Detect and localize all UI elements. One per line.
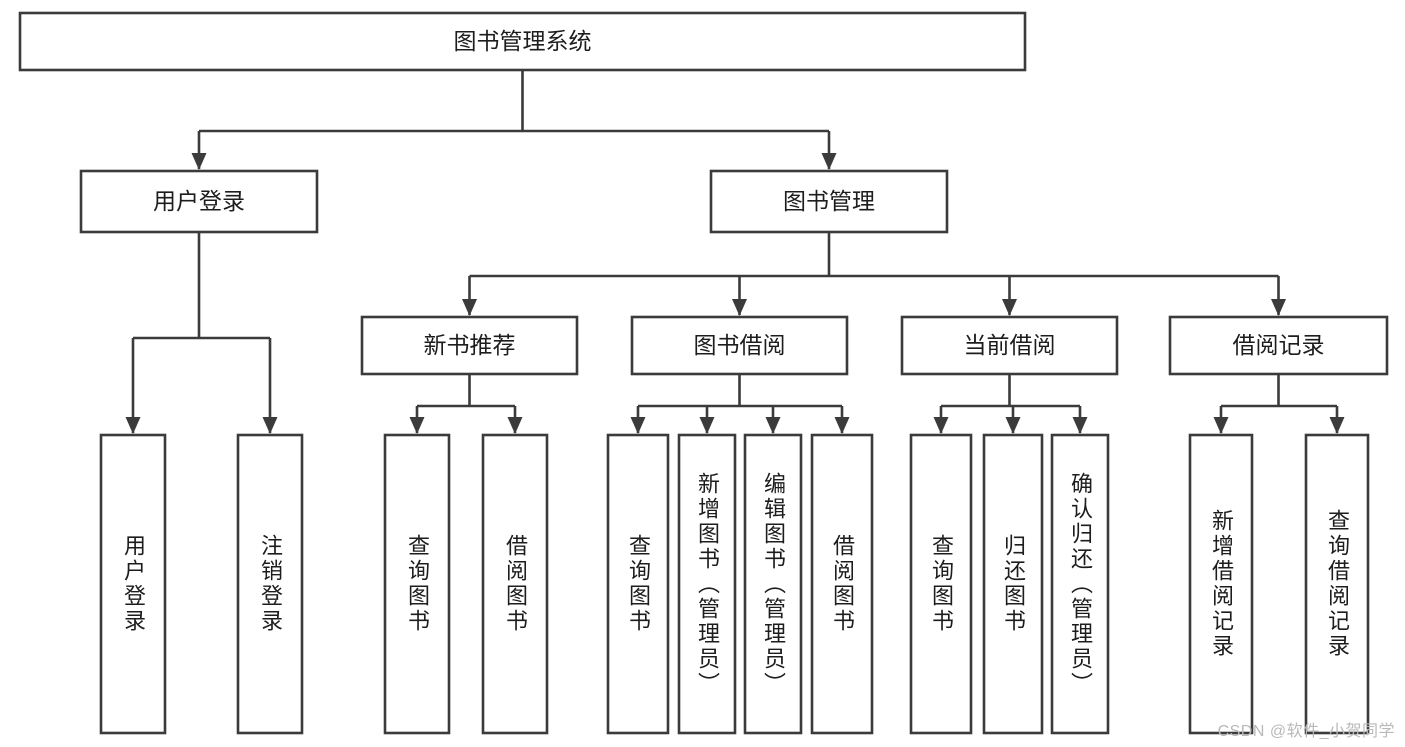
arrow-head-icon bbox=[765, 417, 781, 434]
node-box-leaf-borrow-book bbox=[810, 433, 874, 735]
arrow-head-icon bbox=[821, 153, 837, 170]
arrow-head-icon bbox=[262, 417, 278, 434]
node-box-leaf-user-login bbox=[99, 433, 167, 735]
node-box-leaf-add-record bbox=[1188, 433, 1254, 735]
arrow-head-icon bbox=[1213, 417, 1229, 434]
arrow-head-icon bbox=[933, 417, 949, 434]
node-box-new-book-rec bbox=[360, 315, 579, 376]
node-box-book-borrow bbox=[630, 315, 849, 376]
csdn-watermark: CSDN @软件_小贺同学 bbox=[1217, 723, 1395, 740]
arrow-head-icon bbox=[191, 153, 207, 170]
node-box-leaf-user-logout bbox=[236, 433, 304, 735]
arrow-head-icon bbox=[630, 417, 646, 434]
arrow-head-icon bbox=[1002, 299, 1017, 316]
arrow-head-icon bbox=[409, 417, 425, 434]
connector-layer bbox=[125, 70, 1345, 434]
node-box-leaf-borrow-book-rec bbox=[481, 433, 549, 735]
node-box-user-login bbox=[79, 169, 319, 234]
node-box-leaf-confirm-return bbox=[1050, 433, 1110, 735]
node-box-leaf-edit-book bbox=[743, 433, 803, 735]
node-box-current-borrow bbox=[900, 315, 1119, 376]
node-box-leaf-add-book bbox=[677, 433, 737, 735]
node-box-root bbox=[18, 11, 1027, 72]
node-box-borrow-record bbox=[1168, 315, 1389, 376]
arrow-head-icon bbox=[1072, 417, 1088, 434]
arrow-head-icon bbox=[1271, 299, 1286, 316]
node-box-leaf-query-book-current bbox=[909, 433, 973, 735]
arrow-head-icon bbox=[834, 417, 850, 434]
node-box-leaf-query-record bbox=[1304, 433, 1370, 735]
arrow-head-icon bbox=[507, 417, 523, 434]
arrow-head-icon bbox=[732, 299, 747, 316]
node-box-leaf-return-book bbox=[982, 433, 1044, 735]
arrow-head-icon bbox=[1005, 417, 1021, 434]
arrow-head-icon bbox=[125, 417, 141, 434]
arrow-head-icon bbox=[1329, 417, 1345, 434]
node-box-leaf-query-book-borrow bbox=[606, 433, 670, 735]
node-box-leaf-query-book-rec bbox=[383, 433, 451, 735]
node-box-book-manage bbox=[709, 169, 949, 234]
node-box-layer bbox=[18, 11, 1389, 735]
arrow-head-icon bbox=[462, 299, 477, 316]
arrow-head-icon bbox=[699, 417, 715, 434]
